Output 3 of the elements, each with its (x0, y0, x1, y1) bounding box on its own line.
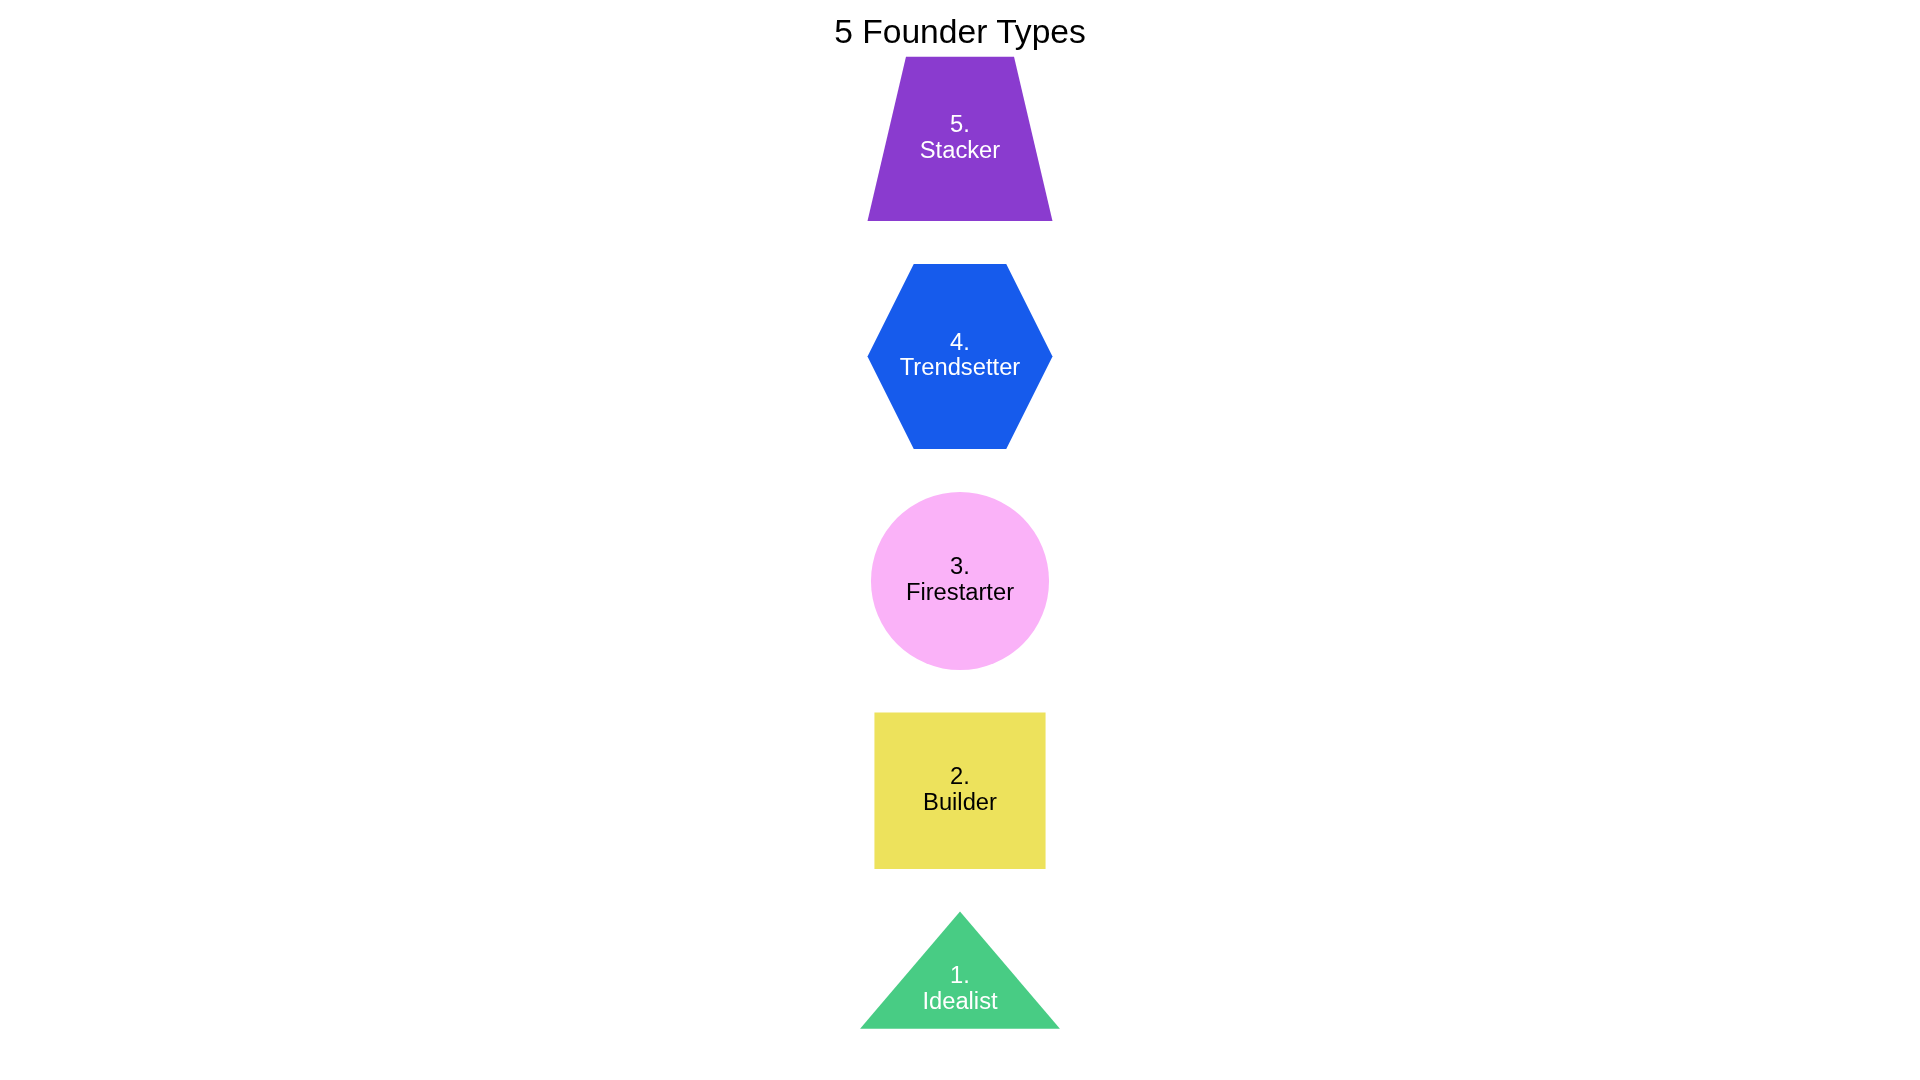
node-box: 2. Builder (874, 712, 1046, 869)
diagram-title: 5 Founder Types (834, 13, 1086, 51)
node-circle: 3. Firestarter (870, 492, 1050, 671)
